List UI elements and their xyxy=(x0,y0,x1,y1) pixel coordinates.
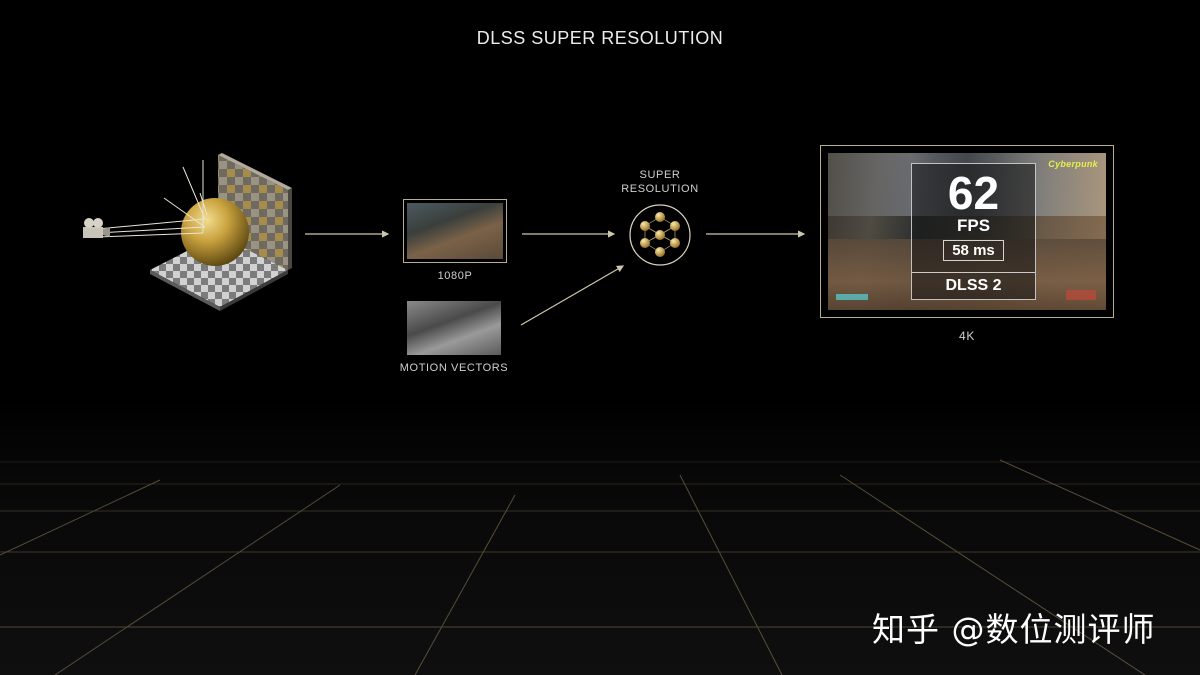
performance-stats-overlay: 62 FPS 58 ms DLSS 2 xyxy=(911,163,1036,300)
floor-grid-background xyxy=(0,400,1200,675)
slide-title: DLSS SUPER RESOLUTION xyxy=(476,28,724,48)
fps-value: 62 xyxy=(947,167,1000,219)
stats-divider xyxy=(912,272,1035,273)
ray-traced-scene-icon xyxy=(75,145,305,325)
output-frame-4k: Cyberpunk 62 FPS 58 ms DLSS 2 xyxy=(820,145,1114,318)
game-frame-4k: Cyberpunk 62 FPS 58 ms DLSS 2 xyxy=(828,153,1106,310)
game-logo: Cyberpunk xyxy=(1048,159,1098,169)
latency-badge: 58 ms xyxy=(943,240,1004,261)
super-resolution-label-line1: SUPER xyxy=(639,169,681,181)
motion-vectors-thumbnail xyxy=(407,301,501,355)
watermark: 知乎 @数位测评师 xyxy=(872,610,1156,649)
hud-ammo-indicator xyxy=(1066,290,1096,300)
output-resolution-label: 4K xyxy=(959,329,975,343)
game-frame-thumbnail xyxy=(407,203,503,259)
fps-label: FPS xyxy=(956,216,991,235)
super-resolution-label-line2: RESOLUTION xyxy=(621,183,699,195)
hud-health-bar xyxy=(836,294,868,300)
neural-network-icon xyxy=(628,203,692,267)
super-resolution-label: SUPER RESOLUTION xyxy=(600,168,720,196)
input-frame-1080p xyxy=(403,199,507,263)
motion-vectors-label: MOTION VECTORS xyxy=(399,362,509,374)
dlss-mode-label: DLSS 2 xyxy=(945,277,1002,294)
input-resolution-label: 1080P xyxy=(437,270,473,282)
